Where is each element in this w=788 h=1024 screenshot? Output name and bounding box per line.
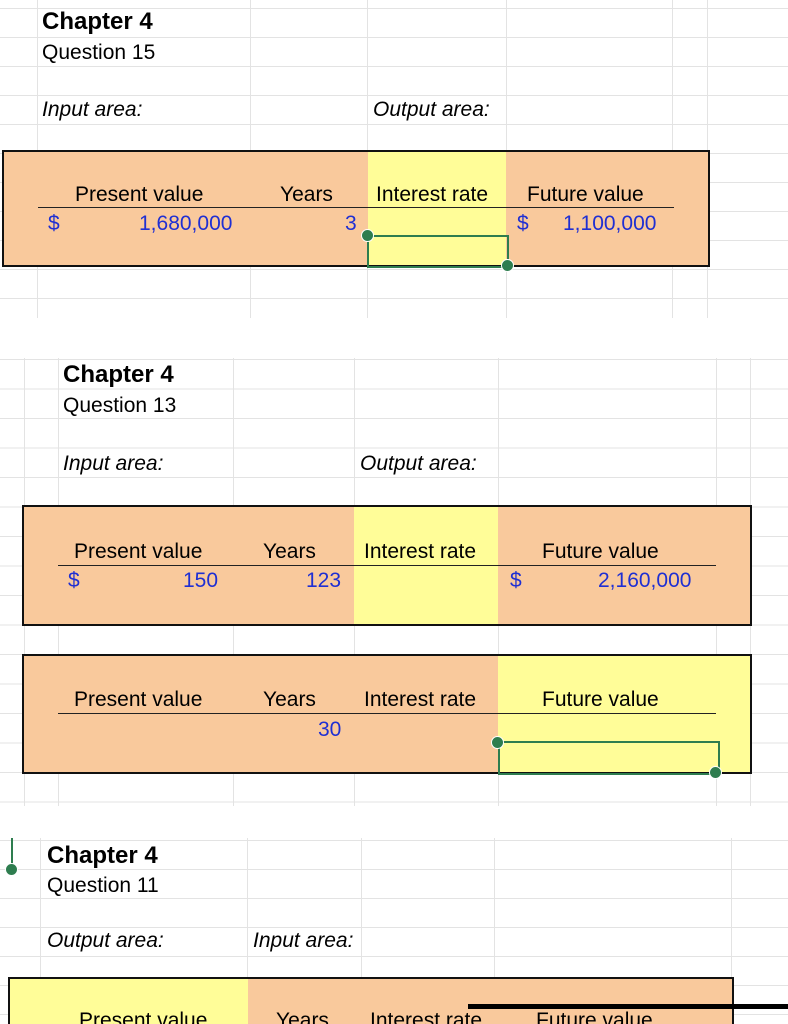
output-area-label[interactable]: Output area: [360, 452, 477, 475]
header-years[interactable]: Years [280, 183, 333, 206]
question-label[interactable]: Question 11 [47, 874, 159, 897]
output-cell-highlight [10, 979, 248, 1024]
selection-handle[interactable] [361, 229, 374, 242]
header-present-value[interactable]: Present value [75, 183, 204, 206]
sheet-question-11: Chapter 4 Question 11 Output area: Input… [0, 838, 788, 1024]
years-value-cell[interactable]: 30 [318, 718, 342, 741]
grid-column-line [731, 838, 732, 1024]
output-cell-highlight [368, 152, 506, 265]
grid-column-line [247, 838, 248, 1024]
header-future-value[interactable]: Future value [536, 1009, 653, 1024]
chapter-title[interactable]: Chapter 4 [63, 361, 174, 388]
header-interest-rate[interactable]: Interest rate [364, 540, 477, 563]
pv-value-cell[interactable]: 1,680,000 [139, 212, 233, 235]
header-underline [58, 713, 716, 714]
fv-value-cell[interactable]: 1,100,000 [563, 212, 657, 235]
selection-edge [11, 838, 13, 864]
fv-value-cell[interactable]: 2,160,000 [598, 569, 692, 592]
calculation-box [2, 150, 710, 267]
header-underline [38, 207, 674, 208]
sheet-question-15: Chapter 4 Question 15 Input area: Output… [0, 0, 788, 318]
calculation-box [8, 977, 734, 1024]
fv-currency: $ [517, 212, 529, 235]
years-value-cell[interactable]: 3 [345, 212, 357, 235]
chapter-title[interactable]: Chapter 4 [42, 8, 153, 35]
grid-column-line [361, 838, 362, 1024]
pv-value-cell[interactable]: 150 [183, 569, 219, 592]
header-future-value[interactable]: Future value [542, 540, 659, 563]
chapter-title[interactable]: Chapter 4 [47, 842, 158, 869]
fv-currency: $ [510, 569, 522, 592]
selection-handle[interactable] [709, 766, 722, 779]
selection-handle[interactable] [491, 736, 504, 749]
output-cell-highlight [498, 656, 750, 772]
header-interest-rate[interactable]: Interest rate [376, 183, 489, 206]
selection-handle[interactable] [5, 863, 18, 876]
header-interest-rate[interactable]: Interest rate [364, 688, 477, 711]
header-present-value[interactable]: Present value [74, 688, 203, 711]
calculation-box-2 [22, 654, 752, 774]
question-label[interactable]: Question 13 [63, 394, 177, 417]
overlay-bar [468, 1004, 788, 1009]
pv-currency: $ [68, 569, 80, 592]
input-area-label[interactable]: Input area: [42, 98, 143, 121]
input-area-label[interactable]: Input area: [253, 929, 354, 952]
sheet-question-13: Chapter 4 Question 13 Input area: Output… [0, 358, 788, 806]
output-area-label[interactable]: Output area: [373, 98, 490, 121]
pv-currency: $ [48, 212, 60, 235]
grid-column-line [494, 838, 495, 1024]
header-years[interactable]: Years [263, 540, 316, 563]
header-future-value[interactable]: Future value [527, 183, 644, 206]
selection-handle[interactable] [501, 259, 514, 272]
input-area-label[interactable]: Input area: [63, 452, 164, 475]
years-value-cell[interactable]: 123 [306, 569, 342, 592]
question-label[interactable]: Question 15 [42, 41, 156, 64]
header-years[interactable]: Years [263, 688, 316, 711]
header-future-value[interactable]: Future value [542, 688, 659, 711]
output-area-label[interactable]: Output area: [47, 929, 164, 952]
header-interest-rate[interactable]: Interest rate [370, 1009, 483, 1024]
selected-cell-future-value[interactable] [498, 741, 720, 775]
header-years[interactable]: Years [276, 1009, 329, 1024]
header-present-value[interactable]: Present value [74, 540, 203, 563]
grid-column-line [40, 838, 41, 1024]
header-underline [58, 565, 716, 566]
selected-cell-interest-rate[interactable] [367, 235, 509, 268]
header-present-value[interactable]: Present value [79, 1009, 208, 1024]
